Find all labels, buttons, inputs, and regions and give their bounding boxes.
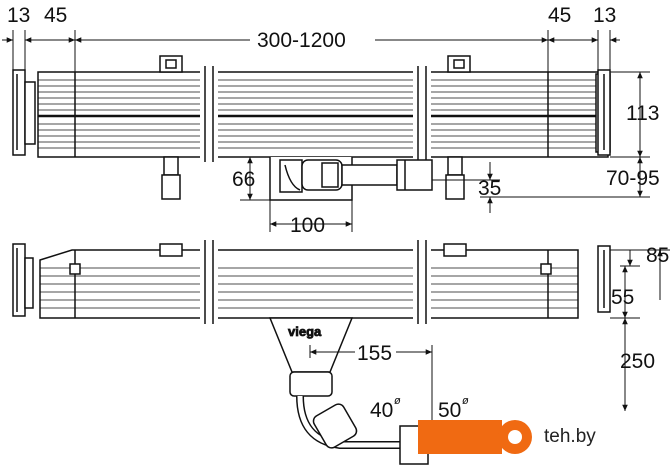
dim-margin-left: 45 xyxy=(44,4,67,27)
dim-drop-250: 250 xyxy=(620,350,655,373)
dim-offset-155: 155 xyxy=(357,342,392,365)
watermark-site: teh.by xyxy=(538,422,602,452)
diameter-mark-large: ø xyxy=(462,395,469,407)
dim-end-cap-right: 13 xyxy=(593,4,616,27)
channel-body-top xyxy=(37,71,609,158)
top-view xyxy=(12,55,611,201)
dim-outlet-offset: 35 xyxy=(478,177,501,200)
watermark-dot-icon xyxy=(498,420,532,454)
right-end-cap xyxy=(595,69,611,156)
side-view xyxy=(12,240,611,465)
brand-label: viega xyxy=(288,324,322,339)
dim-outlet-width: 100 xyxy=(290,214,325,237)
dim-margin-right: 45 xyxy=(548,4,571,27)
dim-pipe-small: 40 xyxy=(370,399,393,422)
dim-outlet-height: 66 xyxy=(232,168,255,191)
dim-end-cap-left: 13 xyxy=(7,4,30,27)
dim-channel-height: 113 xyxy=(626,102,659,125)
dim-length-range: 300-1200 xyxy=(257,29,346,52)
left-end-cap xyxy=(12,69,36,156)
watermark: teh.by xyxy=(418,420,666,454)
dim-drop-85: 85 xyxy=(646,244,669,267)
side-dimension-lines xyxy=(309,249,670,430)
dim-pipe-large: 50 xyxy=(438,399,461,422)
outlet-top xyxy=(269,157,433,201)
dim-adjust-range: 70-95 xyxy=(606,167,660,190)
watermark-bar xyxy=(418,420,502,454)
diameter-mark-small: ø xyxy=(394,395,401,407)
top-dimension-lines xyxy=(2,30,650,232)
dim-drop-55: 55 xyxy=(611,286,634,309)
